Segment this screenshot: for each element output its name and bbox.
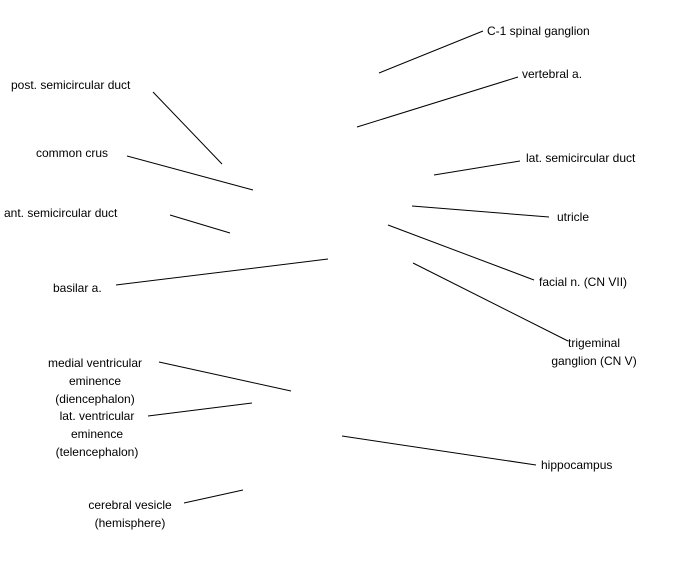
leader-line-lat-ventricular-eminence: [147, 402, 253, 417]
label-hippocampus: hippocampus: [541, 458, 613, 472]
leader-line-ant-semicircular-duct: [169, 214, 231, 234]
leader-line-c1-spinal-ganglion: [378, 30, 484, 74]
label-common-crus: common crus: [36, 146, 109, 160]
label-trigeminal-ganglion: trigeminal ganglion (CN V): [551, 336, 637, 368]
leader-line-lat-semicircular-duct: [433, 160, 521, 176]
leader-line-medial-ventricular-eminence: [158, 361, 292, 392]
label-c1-spinal-ganglion: C-1 spinal ganglion: [487, 24, 590, 38]
label-lat-ventricular-eminence: lat. ventricular eminence (telencephalon…: [55, 409, 139, 459]
label-facial-n: facial n. (CN VII): [539, 275, 628, 289]
leader-line-hippocampus: [341, 435, 537, 466]
label-cerebral-vesicle: cerebral vesicle (hemisphere): [88, 498, 172, 530]
leader-line-facial-n: [387, 224, 535, 281]
leader-line-cerebral-vesicle: [183, 489, 244, 504]
leader-line-common-crus: [126, 155, 254, 191]
leader-line-trigeminal-ganglion: [412, 262, 569, 342]
leader-line-vertebral-a: [356, 76, 519, 128]
label-basilar-a: basilar a.: [53, 281, 102, 295]
label-vertebral-a: vertebral a.: [522, 67, 583, 81]
leader-line-utricle: [411, 205, 550, 218]
label-medial-ventricular-eminence: medial ventricular eminence (diencephalo…: [47, 356, 143, 406]
leader-line-basilar-a: [115, 258, 329, 286]
label-ant-semicircular-duct: ant. semicircular duct: [4, 206, 118, 220]
leader-line-post-semicircular-duct: [152, 91, 223, 165]
label-lat-semicircular-duct: lat. semicircular duct: [526, 151, 636, 165]
label-post-semicircular-duct: post. semicircular duct: [11, 78, 131, 92]
label-utricle: utricle: [557, 210, 590, 224]
